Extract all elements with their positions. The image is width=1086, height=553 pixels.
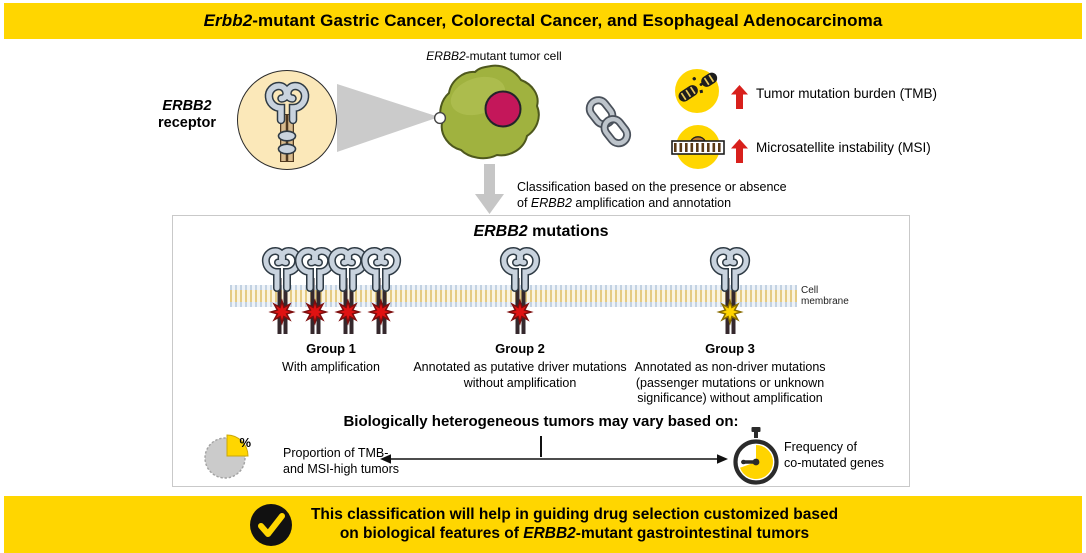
tmb-label: Tumor mutation burden (TMB) (756, 86, 938, 101)
check-icon (249, 503, 292, 546)
cell-membrane (230, 285, 797, 307)
cell-membrane-label: Cell membrane (801, 285, 849, 307)
tumor-cell-label-rest: -mutant tumor cell (465, 49, 562, 63)
arrow-up-icon (731, 85, 748, 109)
cell-nucleus (484, 90, 522, 128)
chain-link-icon (585, 96, 632, 148)
receptor-mutant-icon (498, 242, 542, 338)
tumor-cell-label-gene: ERBB2 (426, 49, 466, 63)
range-arrow (380, 454, 728, 464)
group-2-label: Group 2 Annotated as putative driver mut… (413, 341, 627, 390)
tumor-cell (439, 64, 540, 160)
erbb2-receptor-icon (259, 78, 315, 164)
page-title-rest: -mutant Gastric Cancer, Colorectal Cance… (252, 11, 883, 30)
magnifier-point-icon (433, 111, 447, 125)
dna-break-icon (675, 69, 719, 113)
classification-line1: Classification based on the presence or … (517, 180, 787, 194)
tumor-cell-label: ERBB2-mutant tumor cell (413, 49, 575, 63)
conclusion-banner: This classification will help in guiding… (4, 496, 1082, 553)
conclusion-line1: This classification will help in guiding… (310, 506, 839, 523)
erbb2-receptor-label-line2: receptor (157, 115, 217, 131)
classification-caption: Classification based on the presence or … (517, 180, 787, 211)
title-banner: Erbb2-mutant Gastric Cancer, Colorectal … (4, 3, 1082, 39)
tmb-msi-proportion-label: Proportion of TMB- and MSI-high tumors (283, 446, 400, 476)
group-1-label: Group 1 With amplification (282, 341, 380, 374)
erbb2-receptor-label-gene: ERBB2 (162, 98, 212, 114)
conclusion-line2: on biological features of ERBB2-mutant g… (339, 524, 810, 542)
receptor-passenger-mutant-icon (708, 242, 752, 338)
classification-line2: of ERBB2 amplification and annotation (517, 195, 732, 210)
conclusion-text: This classification will help in guiding… (311, 506, 838, 543)
page-title: Erbb2-mutant Gastric Cancer, Colorectal … (204, 11, 883, 31)
flow-down-arrow (475, 164, 504, 214)
page-title-gene: Erbb2 (203, 11, 253, 30)
group-3-label: Group 3 Annotated as non-driver mutation… (634, 341, 826, 405)
mutations-box-title: ERBB2 mutations (473, 223, 609, 240)
erbb2-receptor-label: ERBB2 receptor (144, 98, 230, 132)
arrow-up-icon (731, 139, 748, 163)
connector-line (540, 436, 542, 457)
microsatellite-icon (671, 125, 725, 169)
pie-chart-icon: % (204, 432, 256, 482)
pie-percent-label: % (239, 435, 251, 450)
magnifier-cone (337, 84, 439, 152)
receptor-zoom-circle (237, 70, 337, 170)
msi-label: Microsatellite instability (MSI) (756, 140, 931, 155)
stopwatch-icon (733, 427, 779, 485)
receptor-mutant-icon (359, 242, 403, 338)
heterogeneity-title: Biologically heterogeneous tumors may va… (343, 413, 739, 430)
comutation-frequency-label: Frequency of co-mutated genes (784, 440, 885, 470)
